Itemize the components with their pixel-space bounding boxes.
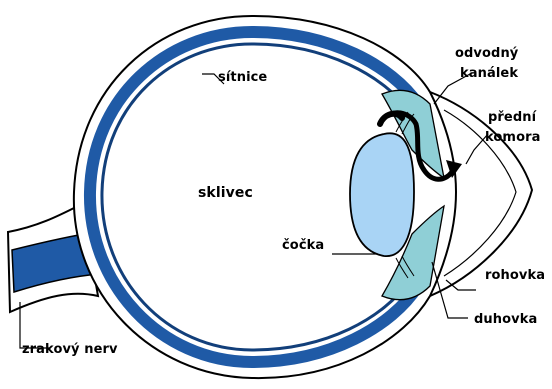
lens (350, 133, 414, 256)
label-sklivec: sklivec (198, 186, 253, 201)
label-predni: přední (488, 110, 536, 125)
label-sitnice: sítnice (218, 70, 267, 85)
label-rohovka: rohovka (485, 268, 545, 283)
label-duhovka: duhovka (474, 312, 537, 327)
label-komora: komora (485, 130, 541, 145)
label-odvodny: odvodný (455, 46, 518, 61)
label-cocka: čočka (282, 238, 324, 253)
label-zrakovy-nerv: zrakový nerv (22, 342, 118, 357)
label-kanalek: kanálek (460, 66, 518, 81)
